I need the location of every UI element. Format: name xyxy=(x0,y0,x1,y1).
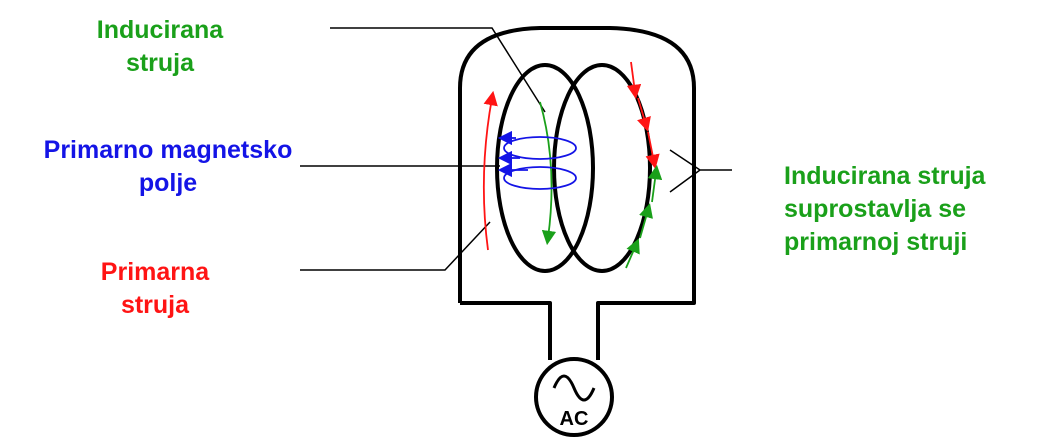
label-induced-opposes-primary: Inducirana struja suprostavlja se primar… xyxy=(784,160,1046,259)
label-line: polje xyxy=(138,169,198,197)
induced-current-arrow xyxy=(539,101,557,246)
field-loop-upper xyxy=(503,136,577,160)
label-line: Inducirana xyxy=(96,16,224,44)
primary-magnetic-field xyxy=(497,130,577,190)
leader-lines xyxy=(300,27,732,271)
red-arrow-2 xyxy=(637,97,651,132)
sine-wave-icon xyxy=(552,374,596,402)
label-primary-current: Primarna struja xyxy=(55,256,255,322)
field-loop-lower xyxy=(503,166,577,190)
green-arrow-2 xyxy=(639,203,653,239)
label-primary-magnetic-field: Primarno magnetsko polje xyxy=(0,134,336,200)
primary-current-arrow xyxy=(482,90,498,251)
label-induced-current: Inducirana struja xyxy=(60,14,260,80)
coil-loop-left xyxy=(495,63,595,273)
label-line: Inducirana struja xyxy=(784,162,986,190)
red-arrow-3 xyxy=(645,131,660,170)
label-line: Primarna xyxy=(100,258,210,286)
right-current-arrows xyxy=(625,61,663,269)
label-line: primarnoj struji xyxy=(784,228,968,256)
label-line: struja xyxy=(120,291,190,319)
leader-induced-right xyxy=(669,149,732,193)
primary-conductor xyxy=(458,26,696,360)
label-line: Primarno magnetsko xyxy=(43,136,293,164)
ac-source: AC xyxy=(534,357,614,437)
green-arrow-3 xyxy=(647,164,663,203)
leader-induced-top xyxy=(330,27,546,113)
leader-primary-current xyxy=(300,221,491,271)
coil-loop-right xyxy=(552,63,652,273)
label-line: suprostavlja se xyxy=(784,195,967,223)
ac-label: AC xyxy=(560,408,589,430)
green-arrow-1 xyxy=(625,238,640,269)
label-line: struja xyxy=(125,49,195,77)
red-arrow-1 xyxy=(626,61,642,100)
